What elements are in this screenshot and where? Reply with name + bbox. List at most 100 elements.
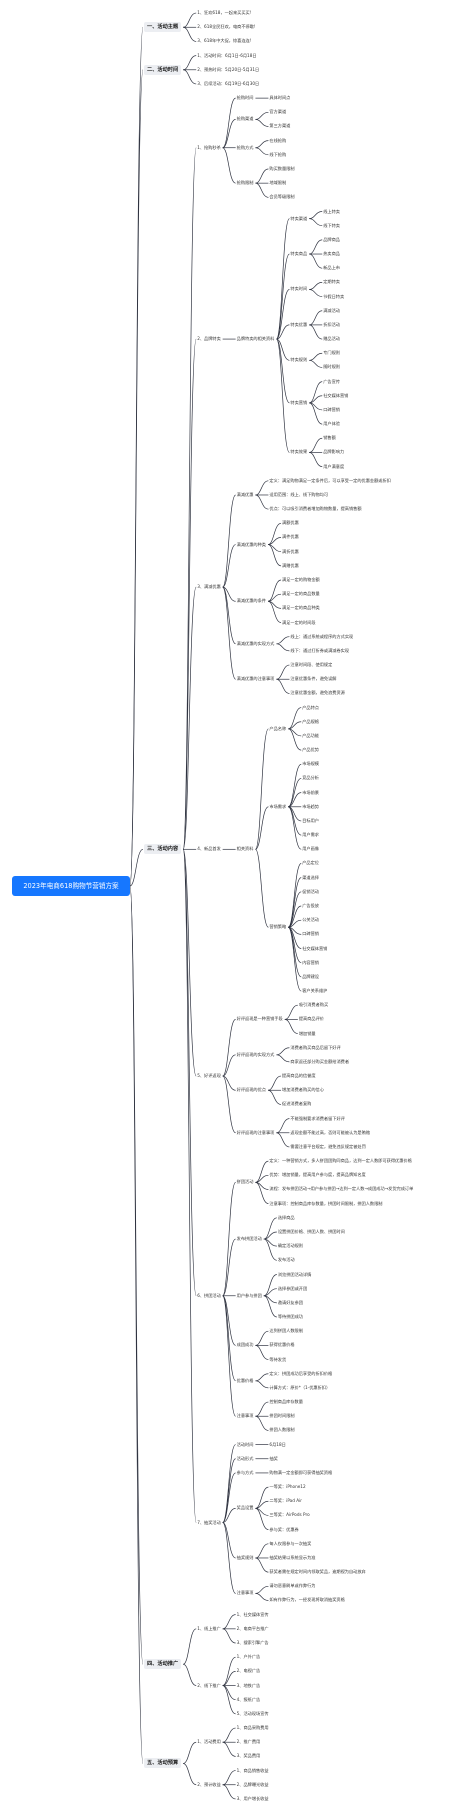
leaf-topic[interactable]: 选择商品 [277, 1214, 295, 1220]
leaf-topic[interactable]: 流程：发布拼团活动→用户参与拼团→达到一定人数→成团成功→发货完成订单 [269, 1186, 414, 1192]
leaf-topic[interactable]: 地域限制 [269, 180, 287, 186]
branch-topic[interactable]: 特卖规则 [290, 357, 308, 363]
root-topic[interactable]: 2023年电商618购物节营销方案 [12, 876, 130, 896]
leaf-topic[interactable]: 一等奖：iPhone12 [269, 1484, 306, 1490]
leaf-topic[interactable]: 2、预热时间：5月20日-5月31日 [197, 66, 260, 72]
branch-topic[interactable]: 特卖营销 [290, 399, 308, 405]
branch-topic[interactable]: 活动时间 [236, 1441, 254, 1447]
branch-topic[interactable]: 特卖商品 [290, 251, 308, 257]
leaf-topic[interactable]: 2、推广费用 [236, 1739, 261, 1745]
leaf-topic[interactable]: 3、奖品费用 [236, 1753, 261, 1759]
branch-topic[interactable]: 满减优惠的注意事项 [236, 676, 275, 682]
leaf-topic[interactable]: 邀请好友参团 [277, 1299, 303, 1305]
branch-topic[interactable]: 品牌特卖的相关资料 [236, 336, 275, 342]
leaf-topic[interactable]: 会员等级限制 [269, 194, 295, 200]
leaf-topic[interactable]: 目标用户 [302, 817, 319, 823]
branch-topic[interactable]: 注意事项 [236, 1590, 254, 1596]
leaf-topic[interactable]: 专门规则 [323, 350, 340, 356]
branch-topic[interactable]: 优惠价格 [236, 1377, 254, 1383]
leaf-topic[interactable]: 获奖者需在规定时间内领取奖品，逾期视为自动放弃 [269, 1569, 366, 1575]
leaf-topic[interactable]: 优点：可以吸引消费者增加购物数量，提高销售额 [269, 506, 362, 512]
branch-topic[interactable]: 1、抢购秒杀 [197, 144, 221, 150]
leaf-topic[interactable]: 品牌建设 [302, 973, 319, 979]
leaf-topic[interactable]: 满额优惠 [282, 520, 299, 526]
leaf-topic[interactable]: 3、搜索引擎广告 [236, 1640, 269, 1645]
branch-topic[interactable]: 5、好评返现 [197, 1073, 221, 1079]
leaf-topic[interactable]: 线上：通过系统或程序的方式实现 [290, 633, 354, 639]
leaf-topic[interactable]: 3、618年中大促，惊喜连连! [197, 38, 252, 44]
leaf-topic[interactable]: 适用范围：线上、线下购物均可 [269, 491, 329, 497]
branch-topic[interactable]: 抢购方式 [236, 144, 254, 150]
leaf-topic[interactable]: 满赠优惠 [282, 562, 299, 568]
leaf-topic[interactable]: 定期特卖 [323, 279, 340, 285]
branch-topic[interactable]: 参与方式 [236, 1469, 254, 1475]
leaf-topic[interactable]: 提高商品评价 [298, 1016, 324, 1022]
leaf-topic[interactable]: 抽奖 [269, 1455, 278, 1461]
leaf-topic[interactable]: 第三方渠道 [269, 123, 291, 129]
leaf-topic[interactable]: 用户满意度 [323, 463, 345, 469]
leaf-topic[interactable]: 市场趋势 [302, 803, 319, 809]
leaf-topic[interactable]: 产品规格 [302, 718, 319, 724]
branch-topic[interactable]: 抢购限制 [236, 180, 254, 186]
leaf-topic[interactable]: 赠品活动 [323, 336, 340, 342]
leaf-topic[interactable]: 品牌影响力 [323, 449, 345, 455]
leaf-topic[interactable]: 2、618全民狂欢，电商不停歇! [197, 24, 256, 30]
section-topic[interactable]: 四、活动推广 [144, 1659, 182, 1670]
branch-topic[interactable]: 3、满减优惠 [197, 584, 221, 590]
leaf-topic[interactable]: 增加消费者购买的信心 [282, 1087, 324, 1093]
leaf-topic[interactable]: 广告投放 [302, 903, 319, 908]
leaf-topic[interactable]: 定义：拼团成功后享受的折扣价格 [269, 1370, 333, 1376]
leaf-topic[interactable]: 用户体验 [323, 421, 340, 427]
leaf-topic[interactable]: 新品上市 [323, 265, 340, 271]
leaf-topic[interactable]: 线下：通过打折券或满减卷实现 [290, 647, 350, 653]
leaf-topic[interactable]: 吸引消费者购买 [298, 1002, 329, 1008]
branch-topic[interactable]: 1、活动费用 [197, 1739, 221, 1745]
leaf-topic[interactable]: 热卖商品 [323, 251, 340, 257]
branch-topic[interactable]: 7、抽奖活动 [197, 1519, 221, 1525]
leaf-topic[interactable]: 不能强制要求消费者留下好评 [290, 1115, 345, 1121]
leaf-topic[interactable]: 计算方式：原价*（1-优惠折扣） [269, 1384, 331, 1390]
branch-topic[interactable]: 成团成功 [236, 1342, 254, 1348]
leaf-topic[interactable]: 4、报纸广告 [236, 1696, 261, 1702]
branch-topic[interactable]: 2、线下推广 [197, 1682, 221, 1688]
leaf-topic[interactable]: 口碑营销 [323, 406, 340, 412]
branch-topic[interactable]: 1、线上推广 [197, 1625, 221, 1631]
leaf-topic[interactable]: 满足一定的商品种类 [282, 605, 320, 611]
leaf-topic[interactable]: 返现金额不能过高，否则可能被认为是贿赂 [290, 1129, 370, 1135]
leaf-topic[interactable]: 产品特点 [302, 704, 319, 710]
leaf-topic[interactable]: 拼团时间限制 [269, 1413, 295, 1419]
leaf-topic[interactable]: 1、活动时间：6月1日-6月18日 [197, 52, 257, 58]
leaf-topic[interactable]: 每人仅限参与一次抽奖 [269, 1540, 312, 1546]
branch-topic[interactable]: 发布拼团活动 [236, 1236, 262, 1242]
leaf-topic[interactable]: 官方渠道 [269, 109, 287, 115]
leaf-topic[interactable]: 满足一定的商品数量 [282, 591, 320, 597]
leaf-topic[interactable]: 销售额 [323, 435, 336, 441]
branch-topic[interactable]: 奖品设置 [236, 1505, 254, 1511]
branch-topic[interactable]: 特卖效果 [290, 449, 308, 455]
leaf-topic[interactable]: 定义：一种营销方式，多人拼团团购同商品，达到一定人数即可获得优惠价格 [269, 1158, 412, 1164]
branch-topic[interactable]: 拼团活动 [236, 1179, 254, 1185]
leaf-topic[interactable]: 随时规则 [323, 364, 340, 370]
branch-topic[interactable]: 特卖渠道 [290, 215, 308, 221]
branch-topic[interactable]: 市场需求 [269, 803, 287, 809]
leaf-topic[interactable]: 如有作弊行为，一经发现将取消抽奖资格 [269, 1597, 345, 1603]
leaf-topic[interactable]: 1、户外广告 [236, 1654, 261, 1660]
branch-topic[interactable]: 营销策略 [269, 924, 287, 930]
leaf-topic[interactable]: 用户画像 [302, 846, 319, 852]
leaf-topic[interactable]: 线上特卖 [323, 208, 340, 214]
leaf-topic[interactable]: 达到拼团人数限制 [269, 1328, 303, 1334]
leaf-topic[interactable]: 注意时间段、使用规定 [290, 662, 333, 668]
leaf-topic[interactable]: 三等奖：AirPods Pro [269, 1512, 310, 1518]
branch-topic[interactable]: 抢购渠道 [236, 116, 254, 122]
leaf-topic[interactable]: 商家返还部分购买金额给消费者 [290, 1058, 350, 1064]
leaf-topic[interactable]: 1、商品销售收益 [236, 1767, 269, 1773]
leaf-topic[interactable]: 抽奖结果以系统显示为准 [269, 1554, 316, 1560]
leaf-topic[interactable]: 2、品牌曝光收益 [236, 1781, 269, 1787]
leaf-topic[interactable]: 购物满一定金额即可获得抽奖资格 [269, 1469, 333, 1475]
leaf-topic[interactable]: 在线抢购 [269, 137, 287, 143]
leaf-topic[interactable]: 具体时间点 [269, 95, 291, 101]
leaf-topic[interactable]: 选择参团或开团 [277, 1285, 308, 1291]
branch-topic[interactable]: 注意事项 [236, 1413, 254, 1419]
leaf-topic[interactable]: 产品优势 [302, 747, 319, 753]
leaf-topic[interactable]: 拼团人数限制 [269, 1427, 295, 1433]
